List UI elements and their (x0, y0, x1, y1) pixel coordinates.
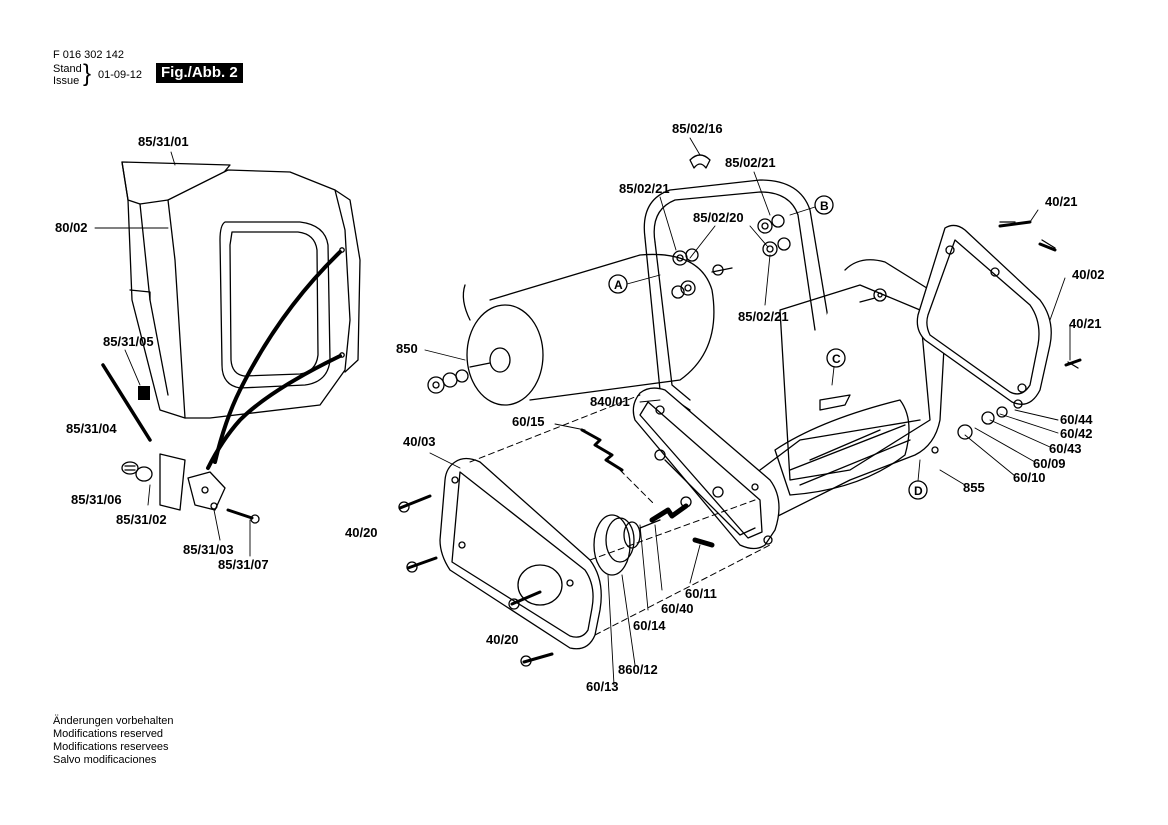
label-60-11: 60/11 (685, 586, 717, 601)
label-85-02-21-left: 85/02/21 (619, 181, 670, 196)
dashed-guides (469, 394, 771, 636)
leader-lines (94, 137, 1071, 686)
label-85-31-03: 85/31/03 (183, 542, 234, 557)
side-plate (632, 387, 780, 550)
svg-text:C: C (832, 352, 841, 366)
footer-notes: Änderungen vorbehalten Modifications res… (53, 715, 173, 767)
label-40-21-bottom: 40/21 (1069, 316, 1102, 331)
footer-line-fr: Modifications reservees (53, 741, 169, 753)
bolts (398, 220, 1082, 667)
svg-text:A: A (614, 278, 623, 292)
label-85-02-20: 85/02/20 (693, 210, 744, 225)
label-85-02-21-bottom: 85/02/21 (738, 309, 789, 324)
spring-60-11 (692, 537, 715, 548)
cylinder-housing (759, 259, 946, 521)
label-85-31-01: 85/31/01 (138, 134, 189, 149)
label-85-02-21-top: 85/02/21 (725, 155, 776, 170)
label-855: 855 (963, 480, 985, 495)
label-40-02: 40/02 (1072, 267, 1105, 282)
marker-b: B (789, 195, 834, 216)
spring-60-14 (649, 503, 689, 523)
grass-catcher (121, 161, 361, 419)
label-85-02-16: 85/02/16 (672, 121, 723, 136)
svg-text:D: D (914, 484, 923, 498)
label-40-20-upper: 40/20 (345, 525, 378, 540)
strap-clip (138, 386, 150, 400)
marker-c: C (826, 348, 846, 386)
label-85-31-07: 85/31/07 (218, 557, 269, 572)
label-840-01: 840/01 (590, 394, 630, 409)
label-85-31-05: 85/31/05 (103, 334, 154, 349)
marker-d: D (908, 459, 928, 500)
figure-badge: Fig./Abb. 2 (156, 63, 243, 83)
label-40-21-top: 40/21 (1045, 194, 1078, 209)
part-labels: 85/31/01 80/02 85/31/05 85/31/04 85/31/0… (55, 121, 1105, 694)
brace-glyph: } (83, 60, 92, 87)
left-cover (439, 457, 602, 650)
spring-60-15 (580, 428, 624, 472)
footer-line-de: Änderungen vorbehalten (53, 715, 174, 727)
label-85-31-04: 85/31/04 (66, 421, 117, 436)
roller (427, 253, 733, 406)
label-40-20-lower: 40/20 (486, 632, 519, 647)
label-850: 850 (396, 341, 418, 356)
document-number: F 016 302 142 (53, 49, 124, 61)
label-60-42: 60/42 (1060, 426, 1093, 441)
marker-a: A (608, 274, 661, 294)
issue-label: Issue (53, 75, 80, 87)
drive-pulley (593, 514, 661, 576)
stand-label: Stand (53, 63, 82, 75)
label-85-31-06: 85/31/06 (71, 492, 122, 507)
footer-line-es: Salvo modificaciones (53, 754, 157, 766)
svg-text:B: B (820, 199, 829, 213)
footer-line-en: Modifications reserved (53, 728, 164, 740)
issue-date: 01-09-12 (98, 69, 143, 81)
nuts-upper (671, 154, 791, 299)
label-60-10: 60/10 (1013, 470, 1046, 485)
strap-left (101, 363, 152, 442)
right-cover (916, 221, 1079, 440)
label-60-15: 60/15 (512, 414, 545, 429)
label-60-40: 60/40 (661, 601, 694, 616)
label-40-03: 40/03 (403, 434, 436, 449)
label-60-13: 60/13 (586, 679, 619, 694)
left-hardware (121, 453, 260, 524)
label-60-44: 60/44 (1060, 412, 1093, 427)
label-60-09: 60/09 (1033, 456, 1066, 471)
carry-strap (206, 250, 342, 470)
label-85-31-02: 85/31/02 (116, 512, 167, 527)
label-60-14: 60/14 (633, 618, 666, 633)
label-860-12: 860/12 (618, 662, 658, 677)
label-60-43: 60/43 (1049, 441, 1082, 456)
label-80-02: 80/02 (55, 220, 88, 235)
